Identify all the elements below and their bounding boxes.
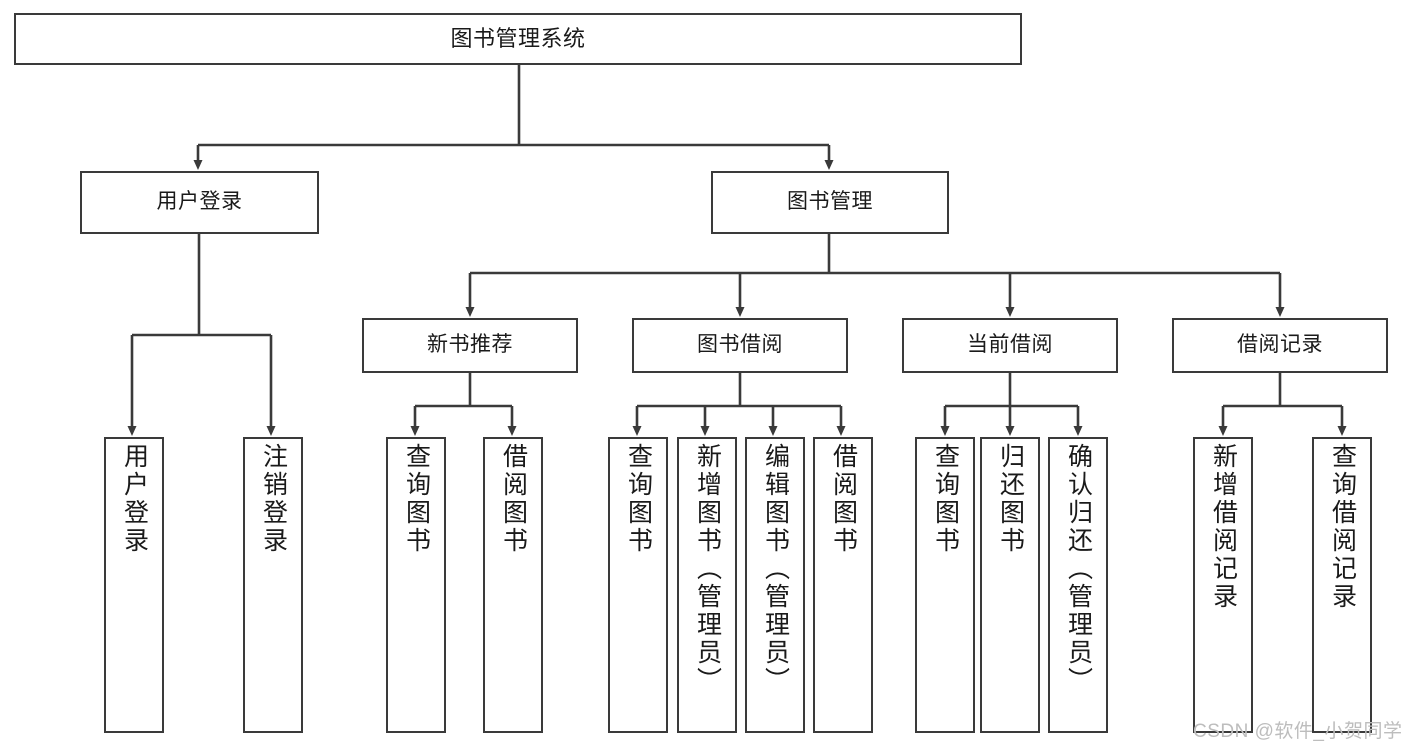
leaf-label: 借阅图书 [829,443,858,555]
node-new-book-recommend-label: 新书推荐 [427,333,513,357]
node-current-borrow-label: 当前借阅 [967,333,1053,357]
leaf-current-borrow-0[interactable]: 查询图书 [915,437,975,733]
node-borrow-record-label: 借阅记录 [1237,333,1323,357]
leaf-book-borrow-2[interactable]: 编辑图书（管理员） [745,437,805,733]
node-root[interactable]: 图书管理系统 [14,13,1022,65]
leaf-book-borrow-3[interactable]: 借阅图书 [813,437,873,733]
leaf-current-borrow-2[interactable]: 确认归还（管理员） [1048,437,1108,733]
node-user-login[interactable]: 用户登录 [80,171,319,234]
leaf-label: 查询图书 [624,443,653,555]
leaf-borrow-record-1[interactable]: 查询借阅记录 [1312,437,1372,733]
node-book-manage[interactable]: 图书管理 [711,171,949,234]
leaf-label: 用户登录 [120,443,149,555]
leaf-label: 新增借阅记录 [1209,443,1238,611]
node-root-label: 图书管理系统 [450,26,586,52]
leaf-user-login-1[interactable]: 注销登录 [243,437,303,733]
leaf-borrow-record-0[interactable]: 新增借阅记录 [1193,437,1253,733]
leaf-label: 借阅图书 [499,443,528,555]
leaf-label: 新增图书（管理员） [693,443,722,695]
leaf-book-borrow-0[interactable]: 查询图书 [608,437,668,733]
leaf-label: 归还图书 [996,443,1025,555]
leaf-new-book-rec-1[interactable]: 借阅图书 [483,437,543,733]
leaf-label: 查询借阅记录 [1328,443,1357,611]
watermark-text: CSDN @软件_小贺同学 [1193,721,1403,742]
node-current-borrow[interactable]: 当前借阅 [902,318,1118,373]
leaf-new-book-rec-0[interactable]: 查询图书 [386,437,446,733]
leaf-current-borrow-1[interactable]: 归还图书 [980,437,1040,733]
leaf-user-login-0[interactable]: 用户登录 [104,437,164,733]
leaf-label: 编辑图书（管理员） [761,443,790,695]
leaf-label: 确认归还（管理员） [1064,443,1093,695]
leaf-book-borrow-1[interactable]: 新增图书（管理员） [677,437,737,733]
leaf-label: 注销登录 [259,443,288,555]
leaf-label: 查询图书 [931,443,960,555]
node-book-borrow-label: 图书借阅 [697,333,783,357]
node-book-manage-label: 图书管理 [787,190,873,214]
node-borrow-record[interactable]: 借阅记录 [1172,318,1388,373]
node-new-book-recommend[interactable]: 新书推荐 [362,318,578,373]
leaf-label: 查询图书 [402,443,431,555]
node-book-borrow[interactable]: 图书借阅 [632,318,848,373]
node-user-login-label: 用户登录 [156,190,243,214]
